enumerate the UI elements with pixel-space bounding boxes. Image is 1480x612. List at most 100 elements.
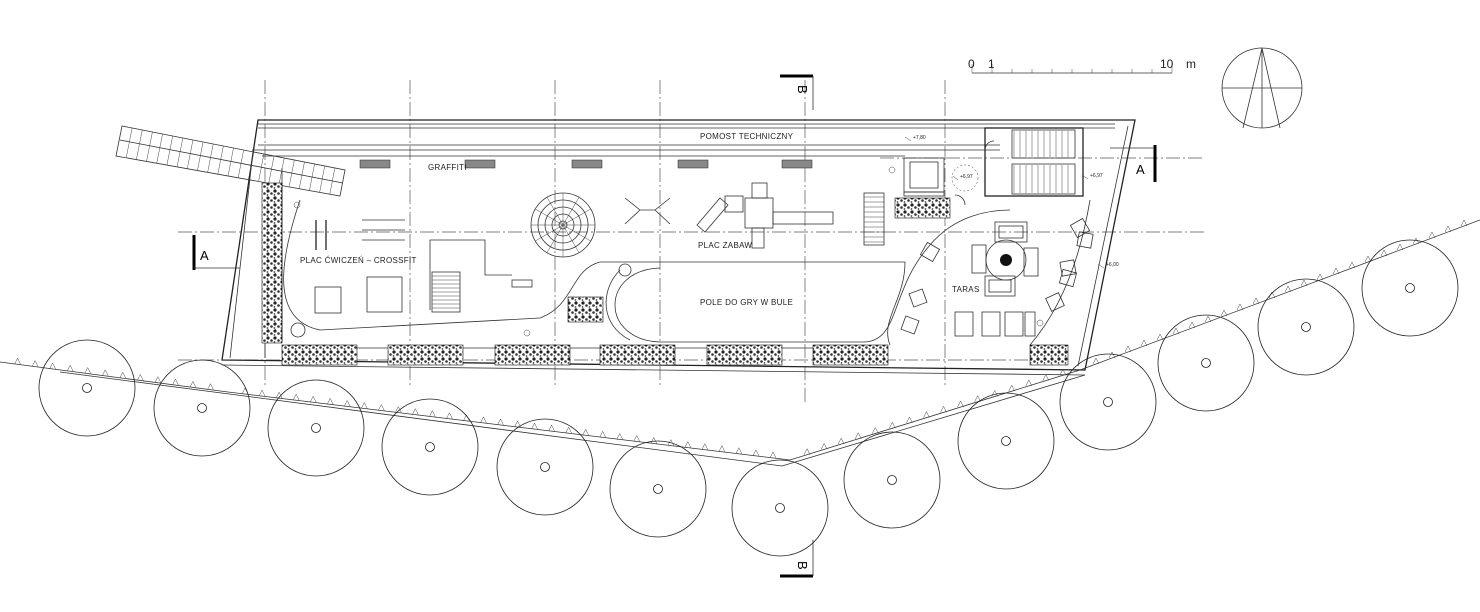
stair-bridge bbox=[115, 125, 346, 197]
fence-tooth bbox=[1156, 333, 1164, 341]
fence-tooth bbox=[395, 406, 402, 413]
bridge-tread bbox=[115, 125, 123, 157]
fence-tooth bbox=[84, 366, 91, 374]
fence-tooth bbox=[189, 380, 197, 388]
net-spoke bbox=[562, 197, 580, 226]
label-plac-cwiczen: PLAC ĆWICZEŃ – CROSSFIT bbox=[300, 256, 417, 265]
section-marks: A A B B bbox=[192, 74, 1157, 578]
label-graffiti: GRAFFITI bbox=[428, 163, 467, 172]
round-climbing-net bbox=[530, 192, 596, 258]
fence-tooth bbox=[974, 395, 981, 402]
playground-equipment bbox=[624, 182, 885, 249]
net-spoke bbox=[546, 197, 564, 226]
fence-tooth bbox=[616, 432, 623, 440]
fence-tooth bbox=[326, 397, 334, 405]
fence-tooth bbox=[1188, 321, 1196, 329]
tree-trunk bbox=[1001, 436, 1011, 446]
fence-tooth bbox=[1204, 315, 1212, 323]
terrace-furniture bbox=[900, 217, 1094, 337]
fence-tooth bbox=[463, 414, 470, 421]
fence-tooth bbox=[1284, 285, 1292, 293]
fence-tooth bbox=[1140, 339, 1148, 347]
tree-trunk bbox=[1201, 358, 1211, 368]
net-spoke bbox=[562, 224, 580, 253]
fence-tooth bbox=[701, 443, 709, 450]
hedges bbox=[261, 182, 1069, 366]
net-spoke bbox=[562, 224, 591, 242]
fence-tooth bbox=[803, 448, 811, 455]
fence-tooth bbox=[1428, 231, 1436, 239]
chair-icon bbox=[1076, 231, 1094, 249]
building-outline bbox=[221, 119, 1136, 376]
bridge-tread bbox=[268, 155, 275, 184]
chair-icon bbox=[908, 288, 928, 308]
tree-trunk bbox=[311, 423, 321, 433]
fence-tooth bbox=[684, 441, 692, 448]
tree-trunk bbox=[775, 503, 785, 513]
fence-tooth bbox=[1252, 297, 1260, 305]
fence-tooth bbox=[1396, 243, 1404, 251]
scale-bar: 0 1 10 m bbox=[968, 57, 1196, 74]
tree-trunk bbox=[1103, 397, 1113, 407]
fence-tooth bbox=[1412, 237, 1420, 245]
fence-tooth bbox=[514, 420, 521, 428]
fence-tooth bbox=[1236, 303, 1244, 311]
level-landing-b: +6,97 bbox=[1090, 173, 1103, 179]
fence-tooth bbox=[531, 422, 538, 430]
tree-trunk bbox=[540, 462, 550, 472]
tree-canopy bbox=[1257, 278, 1355, 376]
fence-tooth bbox=[923, 411, 930, 418]
tree-canopy bbox=[1157, 314, 1255, 412]
fence-tooth bbox=[1220, 309, 1228, 317]
fence-tooth bbox=[480, 416, 487, 424]
level-terrace: +6,00 bbox=[1106, 262, 1119, 268]
fence-tooth bbox=[119, 371, 126, 379]
net-spoke bbox=[535, 208, 564, 226]
fence-tooth bbox=[412, 408, 419, 415]
scale-ten: 10 bbox=[1160, 57, 1174, 71]
fence-tooth bbox=[1059, 368, 1067, 376]
section-a-right: A bbox=[1136, 162, 1145, 177]
section-a-left: A bbox=[200, 248, 209, 263]
zone-labels: POMOST TECHNICZNY GRAFFITI PLAC ĆWICZEŃ … bbox=[300, 132, 980, 307]
fence-tooth bbox=[889, 421, 896, 429]
fence-tooth bbox=[154, 376, 162, 383]
fence-tooth bbox=[258, 389, 266, 397]
fence-tooth bbox=[957, 400, 964, 408]
scale-one: 1 bbox=[988, 57, 995, 71]
fence-tooth bbox=[582, 428, 589, 436]
bridge-tread bbox=[227, 147, 234, 177]
fence-tooth bbox=[872, 426, 879, 434]
bridge-tread bbox=[197, 141, 204, 171]
fence-tooth bbox=[1172, 327, 1180, 335]
fence-tooth bbox=[1380, 249, 1388, 257]
fence-tooth bbox=[1332, 267, 1340, 275]
tree-trunk bbox=[197, 403, 207, 413]
section-b-bottom: B bbox=[795, 561, 810, 570]
tree-canopy bbox=[609, 440, 707, 538]
graffiti-panels bbox=[359, 159, 813, 169]
bridge-tread bbox=[207, 143, 214, 173]
net-spoke bbox=[562, 208, 591, 226]
fence-tooth bbox=[1108, 351, 1116, 359]
fence-tooth bbox=[650, 436, 657, 444]
label-taras: TARAS bbox=[952, 285, 980, 294]
fence-tooth bbox=[1025, 379, 1033, 386]
tree-canopy bbox=[381, 398, 479, 496]
bridge-tread bbox=[125, 127, 133, 158]
tree-trunk bbox=[1301, 322, 1311, 332]
fence-tooth bbox=[446, 412, 453, 419]
chair-icon bbox=[919, 241, 941, 263]
chair-icon bbox=[1059, 259, 1077, 277]
fence-tooth bbox=[1268, 291, 1276, 299]
garden-paths bbox=[283, 166, 1091, 346]
fence-tooth bbox=[102, 369, 109, 376]
tree-trunk bbox=[887, 475, 897, 485]
fence-tooth bbox=[752, 449, 760, 456]
level-marks: +7,80 +6,97 +6,97 +6,00 bbox=[904, 135, 1119, 269]
bridge-tread bbox=[176, 137, 184, 167]
fence-tooth bbox=[769, 451, 777, 459]
tree-trunk bbox=[425, 442, 435, 452]
bridge-tread bbox=[146, 131, 153, 162]
